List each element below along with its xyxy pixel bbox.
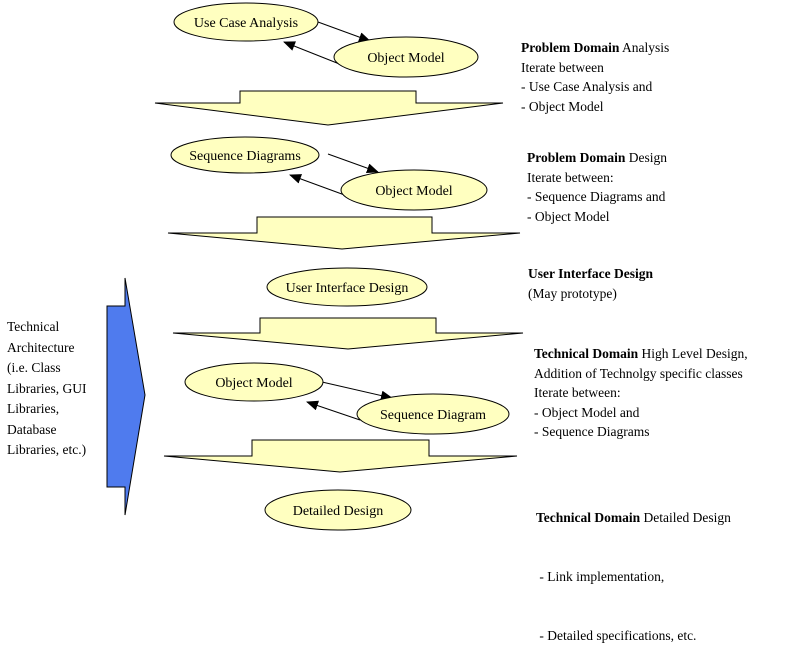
stage-problem-analysis: Problem Domain Analysis Iterate between … — [521, 38, 669, 116]
architecture-line: Architecture — [7, 339, 75, 355]
node-sequence-diagram: Sequence Diagram — [356, 393, 510, 435]
architecture-line: Libraries, GUI — [7, 380, 87, 396]
svg-text:Object Model: Object Model — [375, 184, 452, 199]
arrow-sequence-diagram-to-object-model — [306, 400, 361, 421]
stage-arrow-3 — [172, 317, 524, 350]
stage-title-bold: Technical Domain — [536, 510, 641, 526]
stage-arrow-4 — [163, 439, 518, 473]
svg-text:User Interface Design: User Interface Design — [286, 281, 409, 296]
architecture-line: (i.e. Class — [7, 360, 61, 375]
stage-line: - Detailed specifications, etc. — [536, 627, 697, 643]
node-detailed-design: Detailed Design — [264, 489, 412, 531]
arrow-object-model-to-use-case — [283, 41, 343, 66]
stage-title-bold: Problem Domain — [527, 150, 626, 165]
stage-arrow-2 — [167, 216, 521, 250]
stage-title-bold: Problem Domain — [521, 40, 620, 55]
svg-text:Detailed Design: Detailed Design — [293, 504, 384, 519]
technical-architecture-label: Technical Architecture (i.e. Class Libra… — [7, 317, 86, 461]
stage-title: Technical Domain High Level Design, — [534, 344, 748, 364]
svg-text:Sequence Diagram: Sequence Diagram — [380, 408, 486, 423]
stage-technical-detailed: Technical Domain Detailed Design - Link … — [536, 469, 731, 665]
stage-line: - Sequence Diagrams and — [527, 189, 666, 205]
stage-ui-design: User Interface Design (May prototype) — [528, 264, 653, 303]
stage-title: Problem Domain Analysis — [521, 38, 669, 58]
svg-text:Object Model: Object Model — [215, 376, 292, 391]
stage-line: - Link implementation, — [536, 568, 665, 584]
node-object-model-1: Object Model — [333, 36, 479, 78]
node-object-model-2: Object Model — [340, 169, 488, 211]
node-use-case-analysis: Use Case Analysis — [173, 2, 319, 42]
svg-text:Use Case Analysis: Use Case Analysis — [194, 16, 298, 31]
stage-line: - Object Model — [527, 208, 610, 224]
stage-line: - Use Case Analysis and — [521, 79, 653, 95]
stage-line: - Sequence Diagrams — [534, 424, 650, 440]
architecture-line: Database — [7, 421, 57, 437]
node-object-model-3: Object Model — [184, 362, 324, 402]
architecture-line: Technical — [7, 319, 60, 334]
stage-title-rest: Analysis — [619, 40, 670, 55]
stage-problem-design: Problem Domain Design Iterate between: -… — [527, 148, 667, 226]
arrow-object-model-to-sequence-diagram — [321, 381, 393, 401]
stage-title: User Interface Design — [528, 264, 653, 284]
stage-arrow-1 — [154, 90, 504, 126]
stage-line: - Object Model — [521, 98, 604, 114]
architecture-line: Libraries, etc.) — [7, 442, 87, 457]
stage-technical-high-level: Technical Domain High Level Design, Addi… — [534, 344, 748, 442]
architecture-line: Libraries, — [7, 401, 60, 416]
node-sequence-diagrams: Sequence Diagrams — [170, 136, 320, 174]
node-user-interface-design: User Interface Design — [266, 267, 428, 307]
svg-text:Sequence Diagrams: Sequence Diagrams — [189, 149, 301, 164]
stage-title-rest: Detailed Design — [640, 510, 731, 526]
stage-line: Iterate between: — [534, 385, 621, 401]
stage-title-rest: High Level Design, — [638, 346, 748, 361]
stage-line: Iterate between — [521, 59, 604, 75]
arrow-use-case-to-object-model — [317, 21, 371, 42]
stage-line: Addition of Technolgy specific classes — [534, 365, 743, 381]
stage-line: - Object Model and — [534, 404, 640, 420]
stage-title-bold: Technical Domain — [534, 346, 639, 361]
stage-title: Technical Domain Detailed Design — [536, 508, 731, 528]
stage-line: Iterate between: — [527, 169, 614, 185]
svg-text:Object Model: Object Model — [367, 51, 444, 66]
arrow-object-model-to-sequence — [289, 174, 351, 198]
stage-line: (May prototype) — [528, 285, 617, 301]
stage-title-bold: User Interface Design — [528, 266, 653, 281]
process-diagram: Use Case Analysis Object Model Sequence … — [106, 2, 524, 531]
arrow-sequence-to-object-model — [327, 153, 379, 173]
stage-title: Problem Domain Design — [527, 148, 667, 168]
technical-architecture-arrow — [106, 277, 146, 516]
stage-title-rest: Design — [625, 150, 667, 165]
